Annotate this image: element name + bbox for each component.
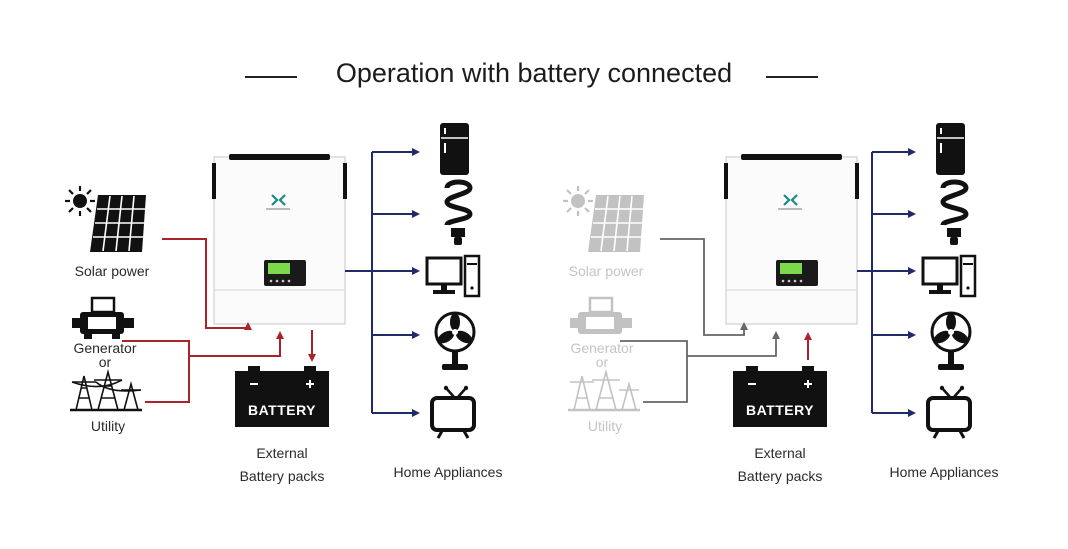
load-flow-right — [857, 148, 916, 417]
utility-label: Utility — [587, 418, 623, 434]
utility-tower-icon — [568, 368, 640, 412]
appliances-caption: Home Appliances — [393, 464, 503, 480]
sun-icon — [65, 186, 95, 216]
fan-icon — [434, 311, 476, 370]
solar-label: Solar power — [74, 263, 150, 279]
appliances-caption: Home Appliances — [889, 464, 999, 480]
battery-caption-1: External — [256, 445, 308, 461]
solar-label: Solar power — [568, 263, 644, 279]
utility-tower-icon — [70, 368, 142, 412]
inverter-icon — [724, 154, 859, 325]
computer-icon — [921, 254, 977, 298]
charge-flow-left — [122, 238, 316, 403]
solar-panel-icon — [90, 195, 146, 252]
load-flow-left — [345, 148, 420, 417]
or-label: or — [98, 354, 112, 370]
panel-right — [563, 123, 977, 439]
battery-icon — [733, 366, 827, 427]
inactive-flow-right — [620, 238, 780, 403]
solar-panel-icon — [588, 195, 644, 252]
battery-caption-2: Battery packs — [239, 468, 325, 484]
title-rule-right — [766, 76, 818, 78]
computer-icon — [425, 254, 481, 298]
refrigerator-icon — [440, 123, 469, 175]
generator-label: Generator — [73, 340, 137, 356]
battery-text: BATTERY — [745, 402, 815, 418]
battery-caption-1: External — [754, 445, 806, 461]
generator-icon — [570, 296, 632, 334]
tv-icon — [430, 385, 476, 439]
sun-icon — [563, 186, 593, 216]
bulb-icon — [444, 179, 473, 245]
battery-text: BATTERY — [247, 402, 317, 418]
battery-icon — [235, 366, 329, 427]
fan-icon — [930, 311, 972, 370]
or-label: or — [595, 354, 609, 370]
utility-label: Utility — [90, 418, 126, 434]
diagram-title: Operation with battery connected — [335, 58, 733, 88]
tv-icon — [926, 385, 972, 439]
inverter-icon — [212, 154, 347, 325]
panel-left — [65, 123, 481, 439]
title-rule-left — [245, 76, 297, 78]
bulb-icon — [940, 179, 969, 245]
generator-icon — [72, 296, 134, 339]
battery-caption-2: Battery packs — [737, 468, 823, 484]
refrigerator-icon — [936, 123, 965, 175]
generator-label: Generator — [570, 340, 634, 356]
